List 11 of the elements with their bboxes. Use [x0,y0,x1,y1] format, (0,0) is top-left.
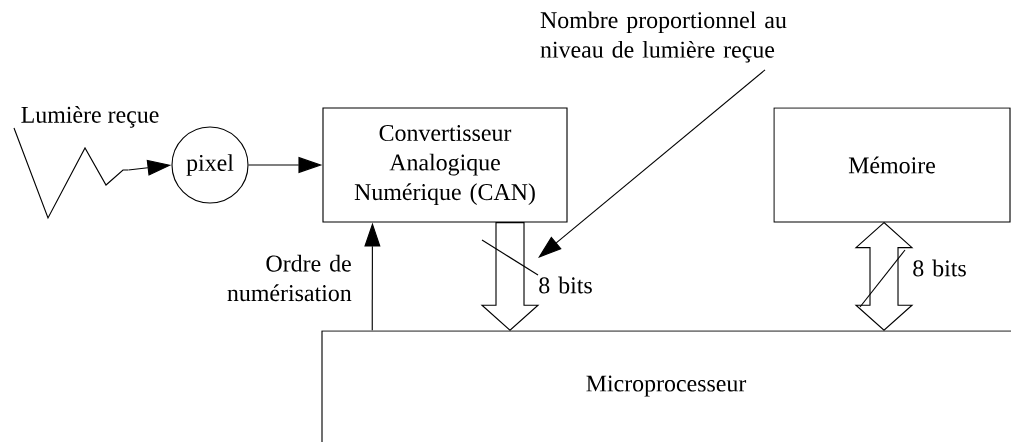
block-box: Convertisseur Analogique Numérique (CAN) [322,107,568,223]
leader-arrow [538,69,766,258]
edge-label: Ordre de numérisation [227,254,352,302]
light-wave-drawing [13,127,129,220]
caption-text: Lumière reçue [21,106,159,128]
block-box: Mémoire [773,107,1011,223]
annotation-text: Nombre proportionnel au niveau de lumière reçue [540,11,787,63]
edge-label: 8 bits [539,276,592,294]
edge-label: 8 bits [913,259,966,277]
bus-arrow [480,222,540,331]
processor-block: Microprocesseur [321,330,1011,442]
